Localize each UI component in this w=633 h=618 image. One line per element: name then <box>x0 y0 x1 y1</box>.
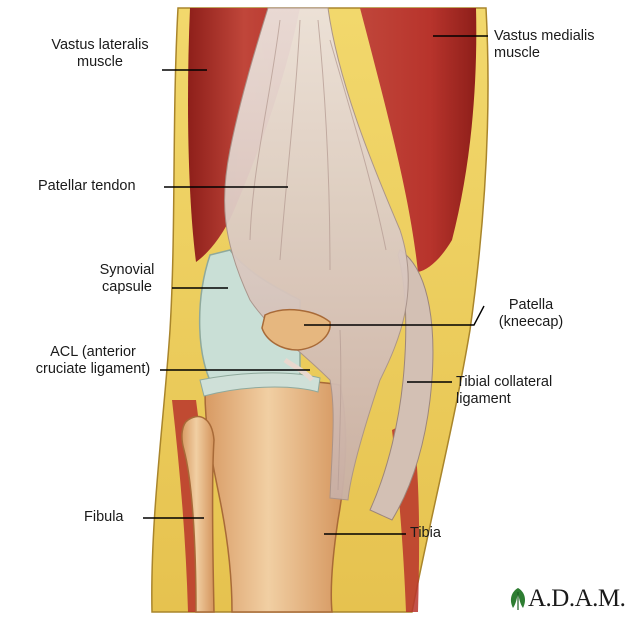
label-patellar-tendon: Patellar tendon <box>38 178 136 195</box>
label-vastus-medialis: Vastus medialis muscle <box>494 28 594 62</box>
adam-leaf-icon <box>507 586 529 612</box>
label-patella: Patella (kneecap) <box>488 297 574 331</box>
label-acl-line1: ACL (anterior <box>18 344 168 361</box>
label-acl-line2: cruciate ligament) <box>18 361 168 378</box>
label-vastus-medialis-line2: muscle <box>494 45 594 62</box>
label-vastus-lateralis: Vastus lateralis muscle <box>35 37 165 71</box>
label-patella-line1: Patella <box>488 297 574 314</box>
label-patella-line2: (kneecap) <box>488 314 574 331</box>
label-vastus-medialis-line1: Vastus medialis <box>494 28 594 45</box>
label-synovial-capsule-line2: capsule <box>82 279 172 296</box>
label-fibula: Fibula <box>84 509 124 526</box>
label-vastus-lateralis-line1: Vastus lateralis <box>35 37 165 54</box>
label-tibial-collateral-line1: Tibial collateral <box>456 374 552 391</box>
label-tibial-collateral: Tibial collateral ligament <box>456 374 552 408</box>
label-vastus-lateralis-line2: muscle <box>35 54 165 71</box>
adam-logo-text: A.D.A.M. <box>528 585 625 613</box>
label-synovial-capsule-line1: Synovial <box>82 262 172 279</box>
label-synovial-capsule: Synovial capsule <box>82 262 172 296</box>
label-tibia: Tibia <box>410 525 441 542</box>
label-acl: ACL (anterior cruciate ligament) <box>18 344 168 378</box>
label-tibial-collateral-line2: ligament <box>456 391 552 408</box>
